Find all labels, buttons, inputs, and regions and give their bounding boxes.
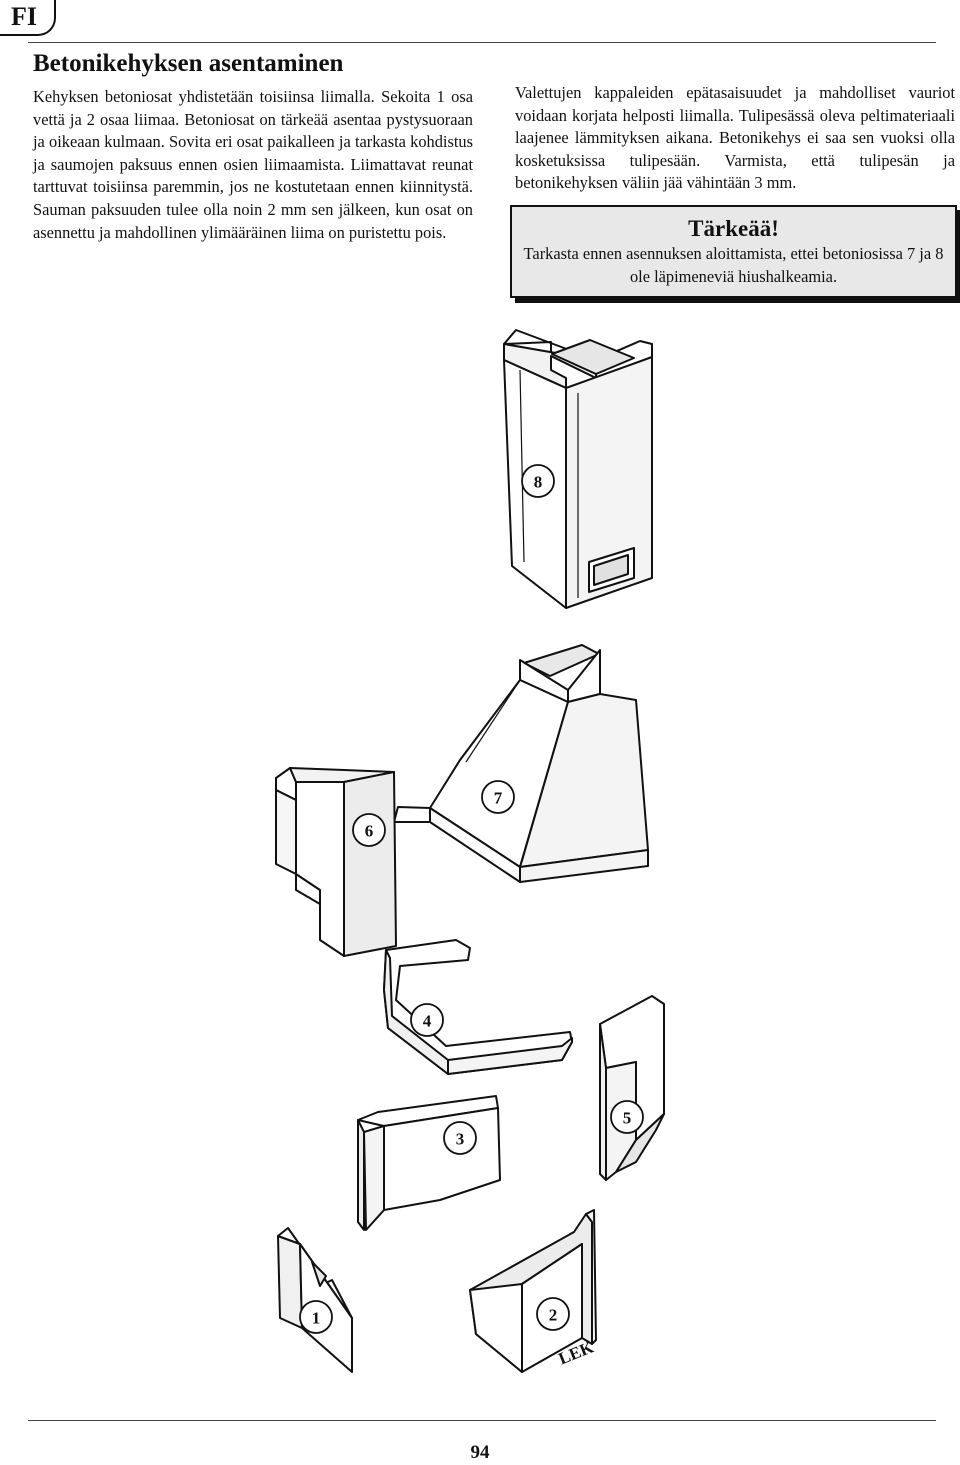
section-title: Betonikehyksen asentaminen (33, 50, 344, 77)
part-7-hood-section (393, 644, 649, 883)
exploded-assembly-diagram: 8 7 6 4 5 3 1 2 LEK (275, 329, 665, 1373)
part-8-top-section (503, 329, 653, 609)
part-6-side-panel (275, 767, 397, 957)
important-notice-box: Tärkeää! Tarkasta ennen asennuksen aloit… (510, 205, 957, 298)
language-code: FI (11, 2, 37, 31)
part-3-label: 3 (456, 1130, 465, 1149)
part-1-label: 1 (312, 1309, 321, 1328)
page-number: 94 (470, 1442, 490, 1463)
language-badge: FI (0, 0, 56, 36)
part-2-label: 2 (549, 1306, 558, 1325)
notice-text: Tarkasta ennen asennuksen aloittamista, … (523, 244, 944, 286)
part-7-label: 7 (494, 789, 503, 808)
part-1-base-left (277, 1227, 353, 1373)
top-divider (28, 42, 936, 43)
part-4-frame-ring (383, 939, 573, 1075)
part-5-right-pillar (599, 995, 665, 1181)
notice-title: Tärkeää! (688, 216, 779, 241)
instructions-right-paragraph: Valettujen kappaleiden epätasaisuudet ja… (515, 83, 955, 193)
part-6-label: 6 (365, 822, 374, 841)
part-8-label: 8 (534, 473, 543, 492)
part-4-label: 4 (423, 1012, 432, 1031)
part-3-corner-piece (357, 1095, 501, 1231)
instructions-left-paragraph: Kehyksen betoniosat yhdistetään toisiins… (33, 87, 473, 242)
part-5-label: 5 (623, 1109, 632, 1128)
bottom-divider (28, 1420, 936, 1421)
part-2-base-front (469, 1209, 597, 1373)
